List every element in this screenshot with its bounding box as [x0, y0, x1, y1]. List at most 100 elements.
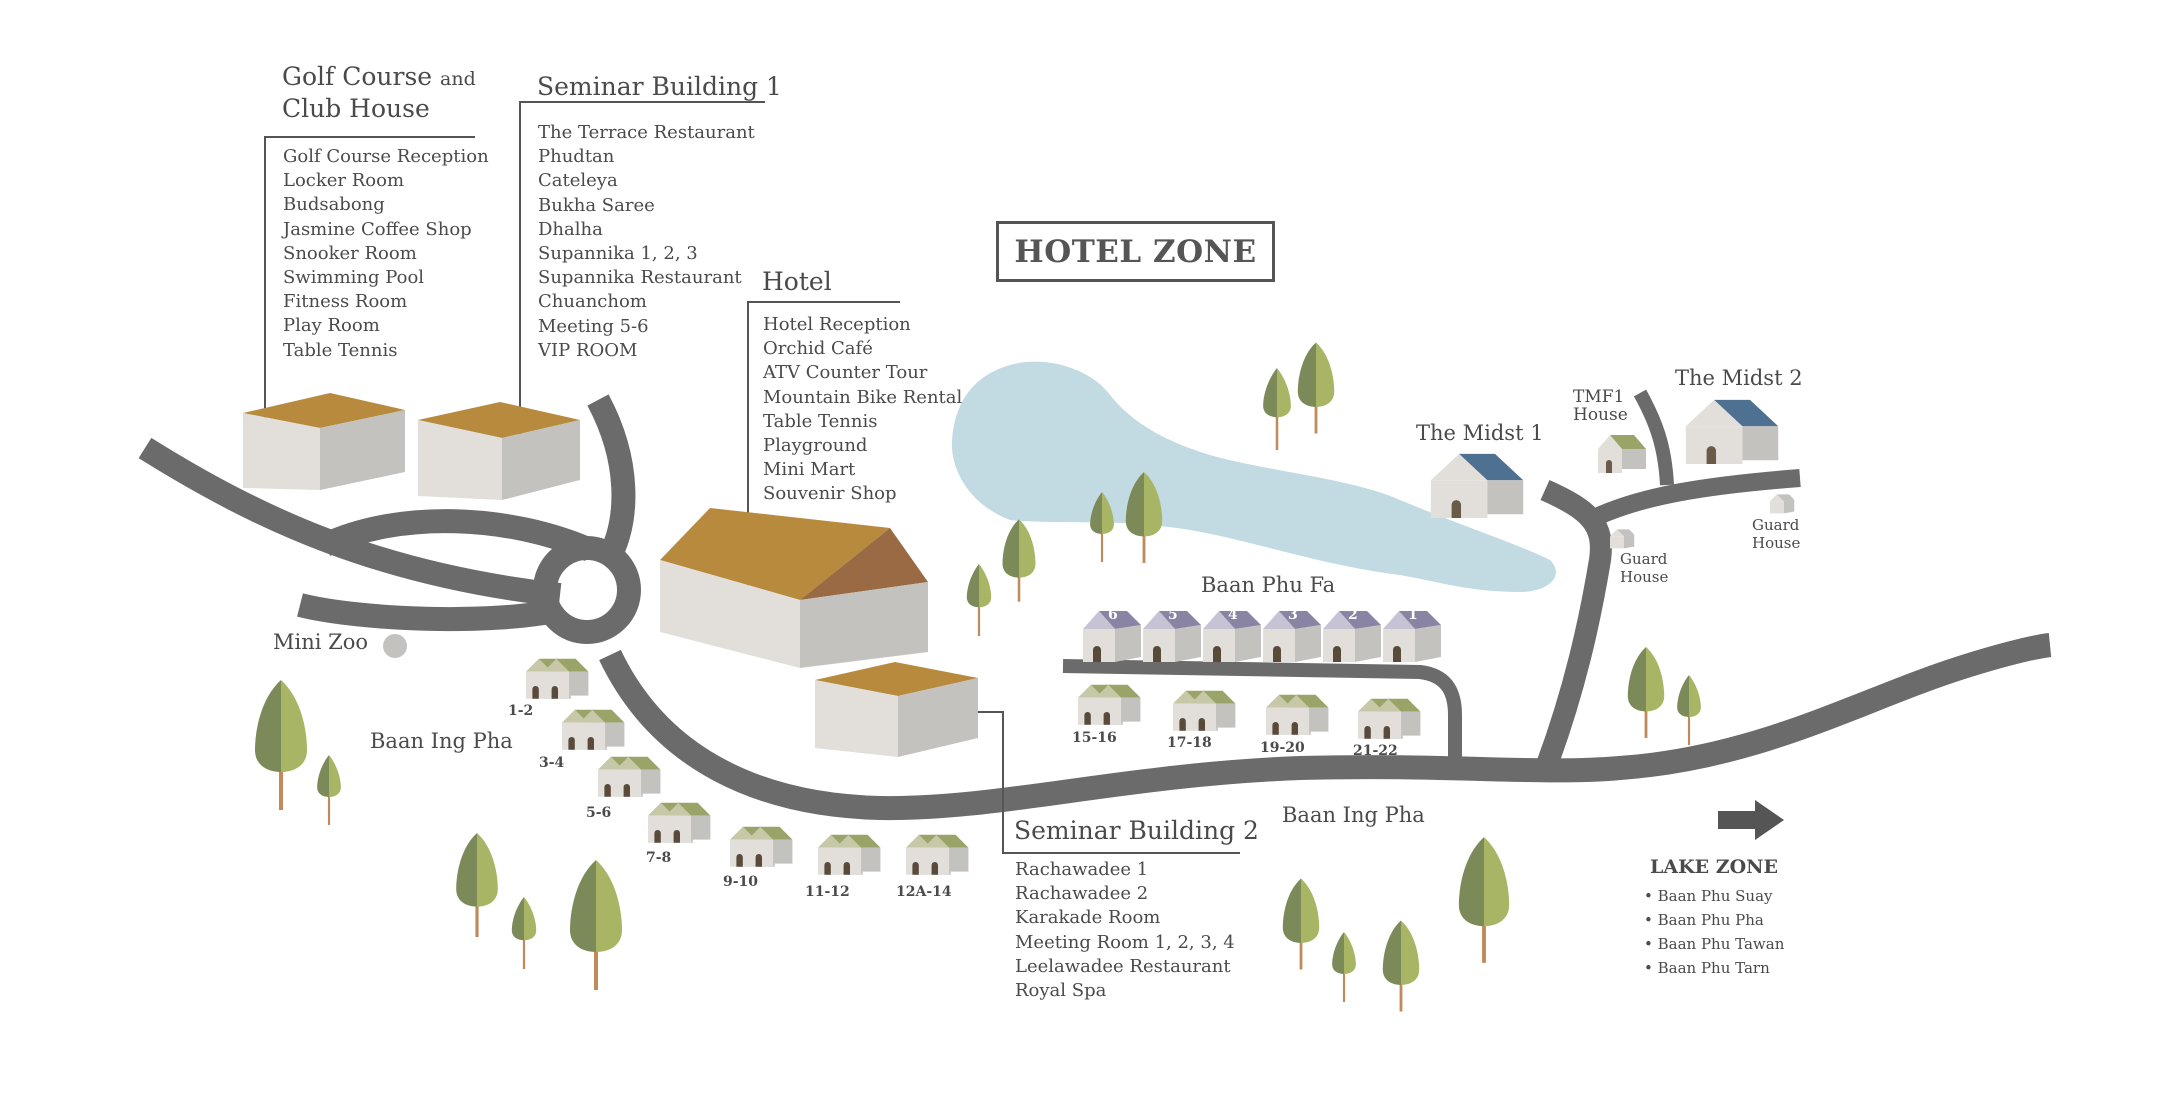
- guard-house-2: [1770, 494, 1795, 514]
- list-item: Cateleya: [538, 170, 618, 192]
- list-item: Golf Course Reception: [283, 146, 489, 167]
- lake-zone-list: • Baan Phu Suay • Baan Phu Pha • Baan Ph…: [1644, 884, 1784, 980]
- seminar-building-2-list: Rachawadee 1 Rachawadee 2 Karakade Room …: [1015, 858, 1235, 1003]
- list-item: Mini Mart: [763, 459, 856, 481]
- baan-phu-fa-label[interactable]: Baan Phu Fa: [1201, 573, 1336, 597]
- unit-label[interactable]: 3-4: [539, 755, 565, 771]
- golf-course-title-and: and: [440, 68, 476, 90]
- phu-fa-unit-label[interactable]: 1: [1408, 607, 1418, 623]
- the-midst-2-house: [1685, 399, 1779, 464]
- map-title-text: HOTEL ZONE: [1014, 233, 1257, 270]
- guard-line1: Guard: [1620, 550, 1668, 568]
- guard-house-1: [1610, 529, 1635, 549]
- list-item: Mountain Bike Rental: [763, 386, 963, 408]
- the-midst-2-label[interactable]: The Midst 2: [1675, 366, 1803, 390]
- unit-label[interactable]: 9-10: [723, 874, 759, 890]
- phu-fa-lower-houses: [1078, 684, 1421, 739]
- map-title: HOTEL ZONE: [996, 221, 1275, 282]
- tmf1-house: [1598, 435, 1646, 473]
- list-item: Rachawadee 2: [1015, 883, 1149, 905]
- mini-zoo-marker: [383, 634, 407, 658]
- list-item: Playground: [763, 435, 868, 457]
- list-item: Phudtan: [538, 146, 615, 168]
- list-item: Snooker Room: [283, 242, 417, 264]
- list-item: Rachawadee 1: [1015, 859, 1149, 880]
- seminar-building-1-list: The Terrace Restaurant Phudtan Cateleya …: [538, 121, 755, 363]
- list-item: Play Room: [283, 315, 380, 337]
- unit-label[interactable]: 5-6: [586, 805, 612, 821]
- list-item: Leelawadee Restaurant: [1015, 955, 1231, 977]
- list-item: • Baan Phu Suay: [1644, 887, 1773, 905]
- phu-fa-unit-label[interactable]: 6: [1108, 607, 1118, 623]
- unit-label[interactable]: 11-12: [805, 884, 850, 900]
- list-item: Jasmine Coffee Shop: [283, 218, 472, 240]
- list-item: Meeting 5-6: [538, 315, 649, 337]
- unit-label[interactable]: 1-2: [508, 703, 534, 719]
- the-midst-1-house: [1430, 453, 1524, 518]
- list-item: Table Tennis: [763, 410, 878, 432]
- unit-label[interactable]: 15-16: [1072, 730, 1117, 746]
- list-item: Karakade Room: [1015, 907, 1161, 929]
- golf-course-title-line2: Club House: [282, 94, 430, 123]
- list-item: Table Tennis: [283, 339, 398, 361]
- the-midst-1-label[interactable]: The Midst 1: [1416, 421, 1544, 445]
- roundabout: [533, 536, 641, 644]
- golf-course-list: Golf Course Reception Locker Room Budsab…: [283, 145, 489, 363]
- list-item: Dhalha: [538, 218, 603, 240]
- list-item: Orchid Café: [763, 338, 873, 360]
- list-item: • Baan Phu Tarn: [1644, 959, 1770, 977]
- phu-fa-unit-label[interactable]: 3: [1288, 607, 1298, 623]
- unit-label[interactable]: 17-18: [1167, 735, 1212, 751]
- lake-zone-title[interactable]: LAKE ZONE: [1650, 856, 1778, 878]
- phu-fa-unit-label[interactable]: 2: [1348, 607, 1358, 623]
- list-item: Locker Room: [283, 170, 405, 192]
- lake-zone-arrow-icon[interactable]: [1718, 800, 1784, 840]
- seminar-building-1-title[interactable]: Seminar Building 1: [537, 72, 782, 101]
- hotel-title[interactable]: Hotel: [762, 267, 832, 296]
- guard-line2: House: [1752, 534, 1801, 552]
- unit-label[interactable]: 7-8: [646, 850, 672, 866]
- unit-label[interactable]: 12A-14: [896, 884, 952, 900]
- lake: [951, 361, 1556, 592]
- tmf1-line2: House: [1573, 405, 1628, 425]
- seminar-building-1-building: [418, 402, 580, 500]
- list-item: Budsabong: [283, 194, 385, 216]
- seminar-building-2-title[interactable]: Seminar Building 2: [1014, 816, 1259, 845]
- list-item: Fitness Room: [283, 291, 408, 313]
- golf-course-title-main: Golf Course: [282, 62, 433, 91]
- phu-fa-unit-label[interactable]: 5: [1168, 607, 1178, 623]
- list-item: Chuanchom: [538, 291, 647, 313]
- list-item: • Baan Phu Tawan: [1644, 935, 1785, 953]
- list-item: ATV Counter Tour: [763, 362, 928, 384]
- list-item: VIP ROOM: [538, 339, 638, 361]
- list-item: Supannika 1, 2, 3: [538, 243, 698, 265]
- list-item: Souvenir Shop: [763, 483, 897, 505]
- hotel-building: [660, 508, 928, 668]
- list-item: Hotel Reception: [763, 314, 911, 335]
- baan-ing-pha-road-label[interactable]: Baan Ing Pha: [1282, 803, 1425, 827]
- golf-course-title[interactable]: Golf Course and: [282, 62, 476, 91]
- guard-line2: House: [1620, 568, 1669, 586]
- tmf1-line1: TMF1: [1573, 387, 1625, 407]
- list-item: Royal Spa: [1015, 980, 1107, 1002]
- golf-club-house-building: [243, 393, 405, 490]
- list-item: • Baan Phu Pha: [1644, 911, 1764, 929]
- hotel-list: Hotel Reception Orchid Café ATV Counter …: [763, 313, 962, 507]
- phu-fa-houses: [1083, 611, 1441, 662]
- baan-ing-pha-left-label[interactable]: Baan Ing Pha: [370, 729, 513, 753]
- road-network: [138, 389, 2052, 821]
- mini-zoo-label[interactable]: Mini Zoo: [273, 630, 369, 654]
- unit-label[interactable]: 19-20: [1260, 740, 1305, 756]
- list-item: Meeting Room 1, 2, 3, 4: [1015, 931, 1235, 953]
- phu-fa-unit-label[interactable]: 4: [1228, 607, 1238, 623]
- list-item: The Terrace Restaurant: [538, 122, 755, 143]
- leader-lines: [264, 101, 1240, 854]
- list-item: Swimming Pool: [283, 267, 425, 289]
- list-item: Supannika Restaurant: [538, 267, 742, 289]
- unit-label[interactable]: 21-22: [1353, 743, 1398, 759]
- guard-line1: Guard: [1752, 516, 1800, 534]
